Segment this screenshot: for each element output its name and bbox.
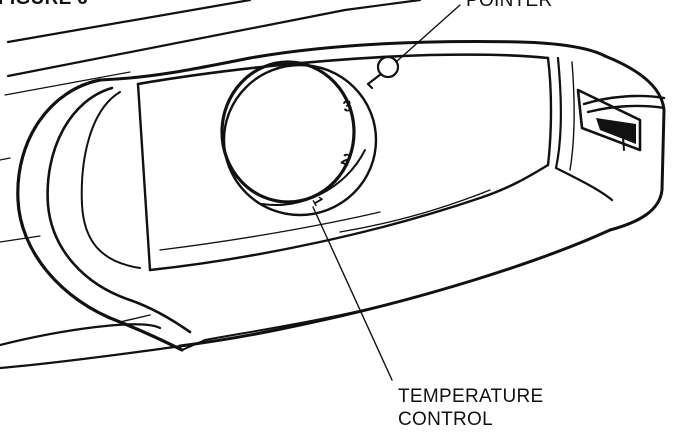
dial-knob[interactable] [220, 60, 356, 204]
lower-panel-lines [0, 157, 192, 370]
dial-scale-marks: 3 2 1 [309, 98, 353, 209]
upper-panel-lines [4, 0, 422, 96]
temperature-control-label-line1: TEMPERATURE [398, 386, 544, 407]
dial-mark-2: 2 [339, 151, 353, 170]
figure-label: FIGURE 6 [0, 0, 88, 10]
temperature-control-label-line2: CONTROL [398, 409, 493, 430]
temperature-control-callout: TEMPERATURE CONTROL [398, 385, 543, 431]
temperature-dial[interactable]: 3 2 1 [220, 60, 378, 217]
housing-body [16, 40, 666, 352]
dial-ring-outer [222, 63, 378, 217]
pointer-callout-label: POINTER [466, 0, 553, 11]
pointer-leader-line [395, 4, 461, 63]
callout-leaders [312, 4, 461, 381]
pointer-icon [366, 55, 400, 90]
latch-slot [576, 88, 666, 152]
dial-mark-3: 3 [342, 98, 354, 116]
temperature-leader-line [312, 206, 393, 381]
